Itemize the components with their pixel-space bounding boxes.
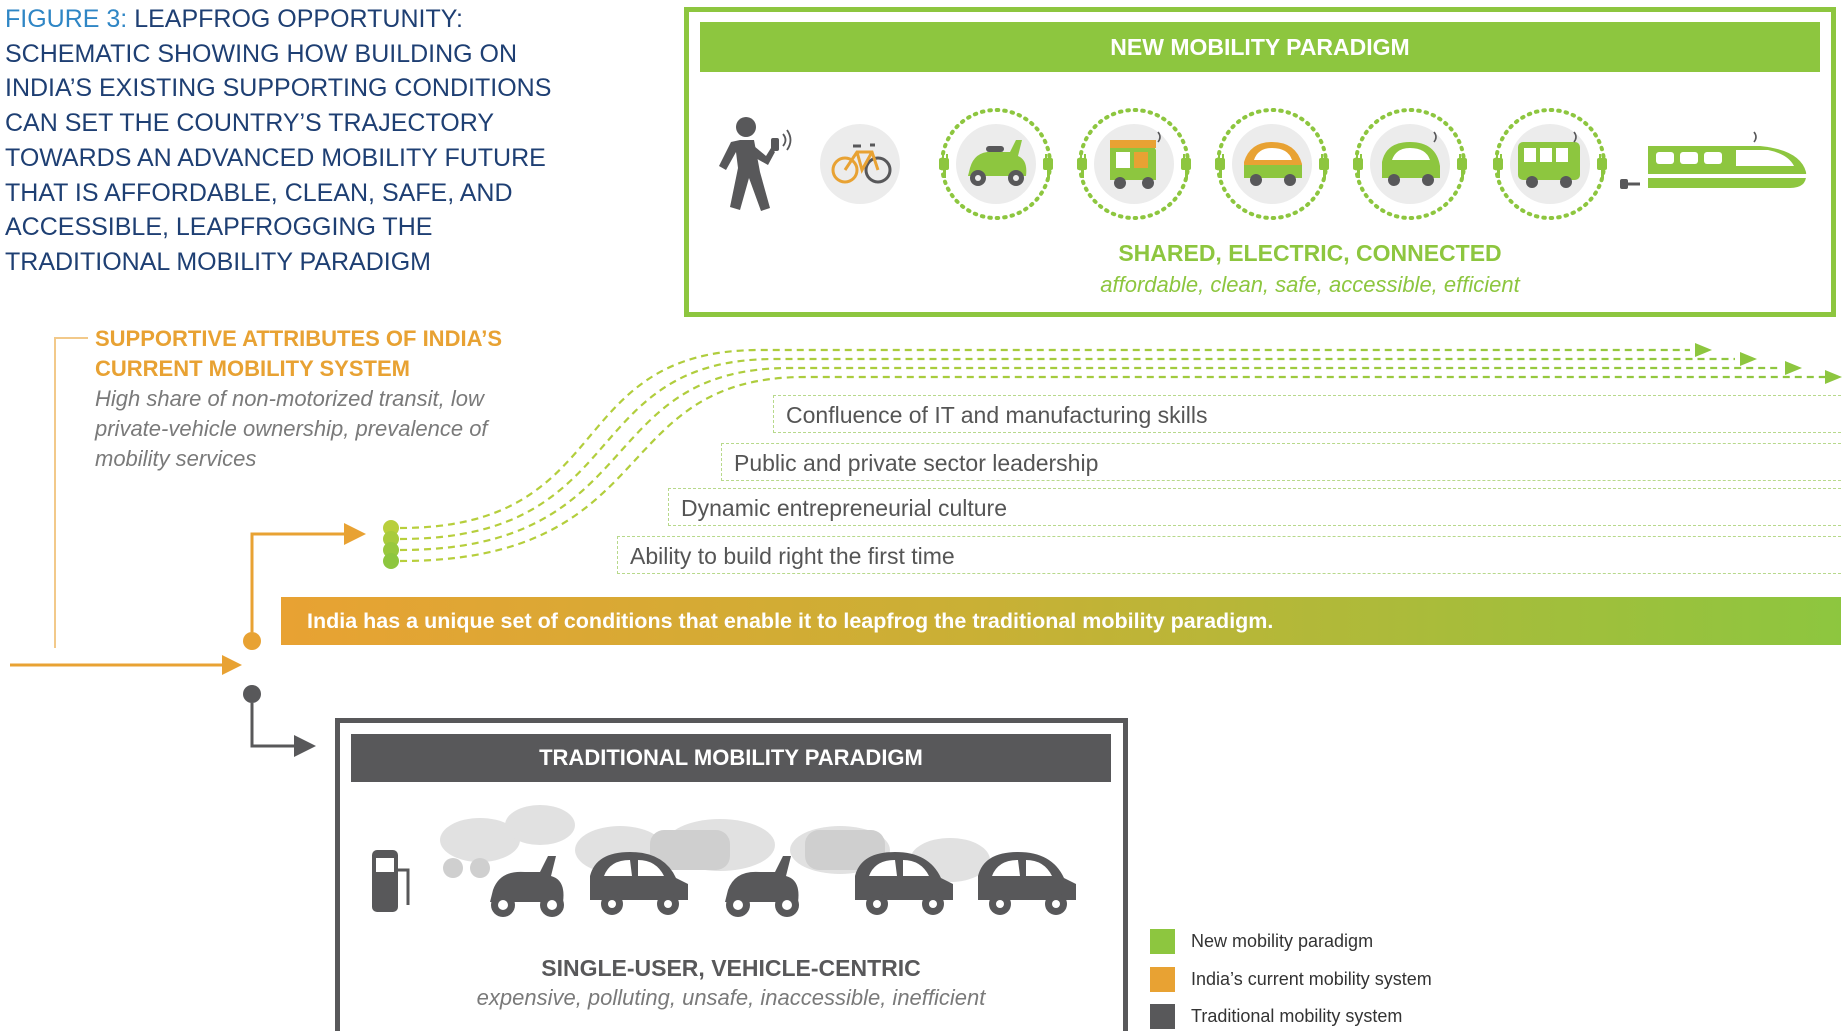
traditional-paradigm-subtitle: SINGLE-USER, VEHICLE-CENTRIC <box>541 955 921 981</box>
gray-branch-line <box>250 703 300 748</box>
motor-scooter-icon <box>490 856 564 917</box>
supportive-title: SUPPORTIVE ATTRIBUTES OF INDIA’S CURRENT… <box>95 326 503 381</box>
pedestrian-phone-icon <box>719 117 792 211</box>
new-paradigm-box <box>684 7 1836 317</box>
figure-label: FIGURE 3: <box>5 5 128 33</box>
main-input-arrowhead <box>222 655 242 675</box>
figure-title-text: LEAPFROG OPPORTUNITY: SCHEMATIC SHOWING … <box>5 5 552 276</box>
car-icon <box>978 852 1076 915</box>
bicycle-icon <box>820 124 900 204</box>
new-paradigm-heading: NEW MOBILITY PARADIGM <box>700 22 1820 72</box>
traditional-paradigm-heading: TRADITIONAL MOBILITY PARADIGM <box>351 734 1111 782</box>
orange-junction-dot <box>243 632 261 650</box>
new-paradigm-description: affordable, clean, safe, accessible, eff… <box>1100 272 1520 297</box>
new-paradigm-subtitle: SHARED, ELECTRIC, CONNECTED <box>1118 240 1502 266</box>
fuel-pump-icon <box>372 850 410 912</box>
electric-bus-icon <box>1518 131 1580 188</box>
legend-label-current: India’s current mobility system <box>1191 969 1432 989</box>
car-icon <box>590 852 688 915</box>
electric-car-icon <box>1244 142 1302 186</box>
traditional-paradigm-description: expensive, polluting, unsafe, inaccessib… <box>476 985 986 1010</box>
legend-label-new: New mobility paradigm <box>1191 931 1374 951</box>
electric-rickshaw-icon <box>1110 131 1161 189</box>
traditional-paradigm-box <box>335 718 1128 1031</box>
figure-title: FIGURE 3: LEAPFROG OPPORTUNITY: SCHEMATI… <box>5 2 565 280</box>
leapfrog-dashed-curves <box>399 348 1825 563</box>
legend-swatch-current <box>1150 967 1175 992</box>
gray-junction-dot <box>243 685 261 703</box>
condition-item: Dynamic entrepreneurial culture <box>668 488 1841 526</box>
condition-item: Public and private sector leadership <box>721 443 1841 481</box>
legend-swatch-new <box>1150 929 1175 954</box>
faded-vehicles <box>443 830 885 878</box>
leapfrog-arrowheads <box>1695 343 1842 384</box>
car-icon <box>855 852 953 915</box>
motor-scooter-icon <box>725 856 799 917</box>
electric-scooter-icon <box>968 140 1027 186</box>
electric-minivan-icon <box>1382 131 1440 186</box>
gray-branch-arrowhead <box>294 735 316 757</box>
supportive-description: High share of non-motorized transit, low… <box>95 386 488 471</box>
plug-icons <box>939 154 1607 178</box>
orange-branch-arrowhead <box>344 523 366 545</box>
condition-item: Confluence of IT and manufacturing skill… <box>773 395 1841 433</box>
electric-train-icon <box>1620 131 1808 189</box>
orange-branch-line <box>250 532 350 632</box>
leapfrog-banner: India has a unique set of conditions tha… <box>281 597 1841 645</box>
new-mobility-icons <box>719 108 1808 220</box>
condition-source-dots <box>383 520 399 569</box>
condition-item: Ability to build right the first time <box>617 536 1841 574</box>
legend-swatch-traditional <box>1150 1004 1175 1029</box>
traditional-mobility-icons <box>372 805 1076 917</box>
legend-label-traditional: Traditional mobility system <box>1191 1006 1403 1026</box>
supportive-bracket-line <box>54 337 88 648</box>
